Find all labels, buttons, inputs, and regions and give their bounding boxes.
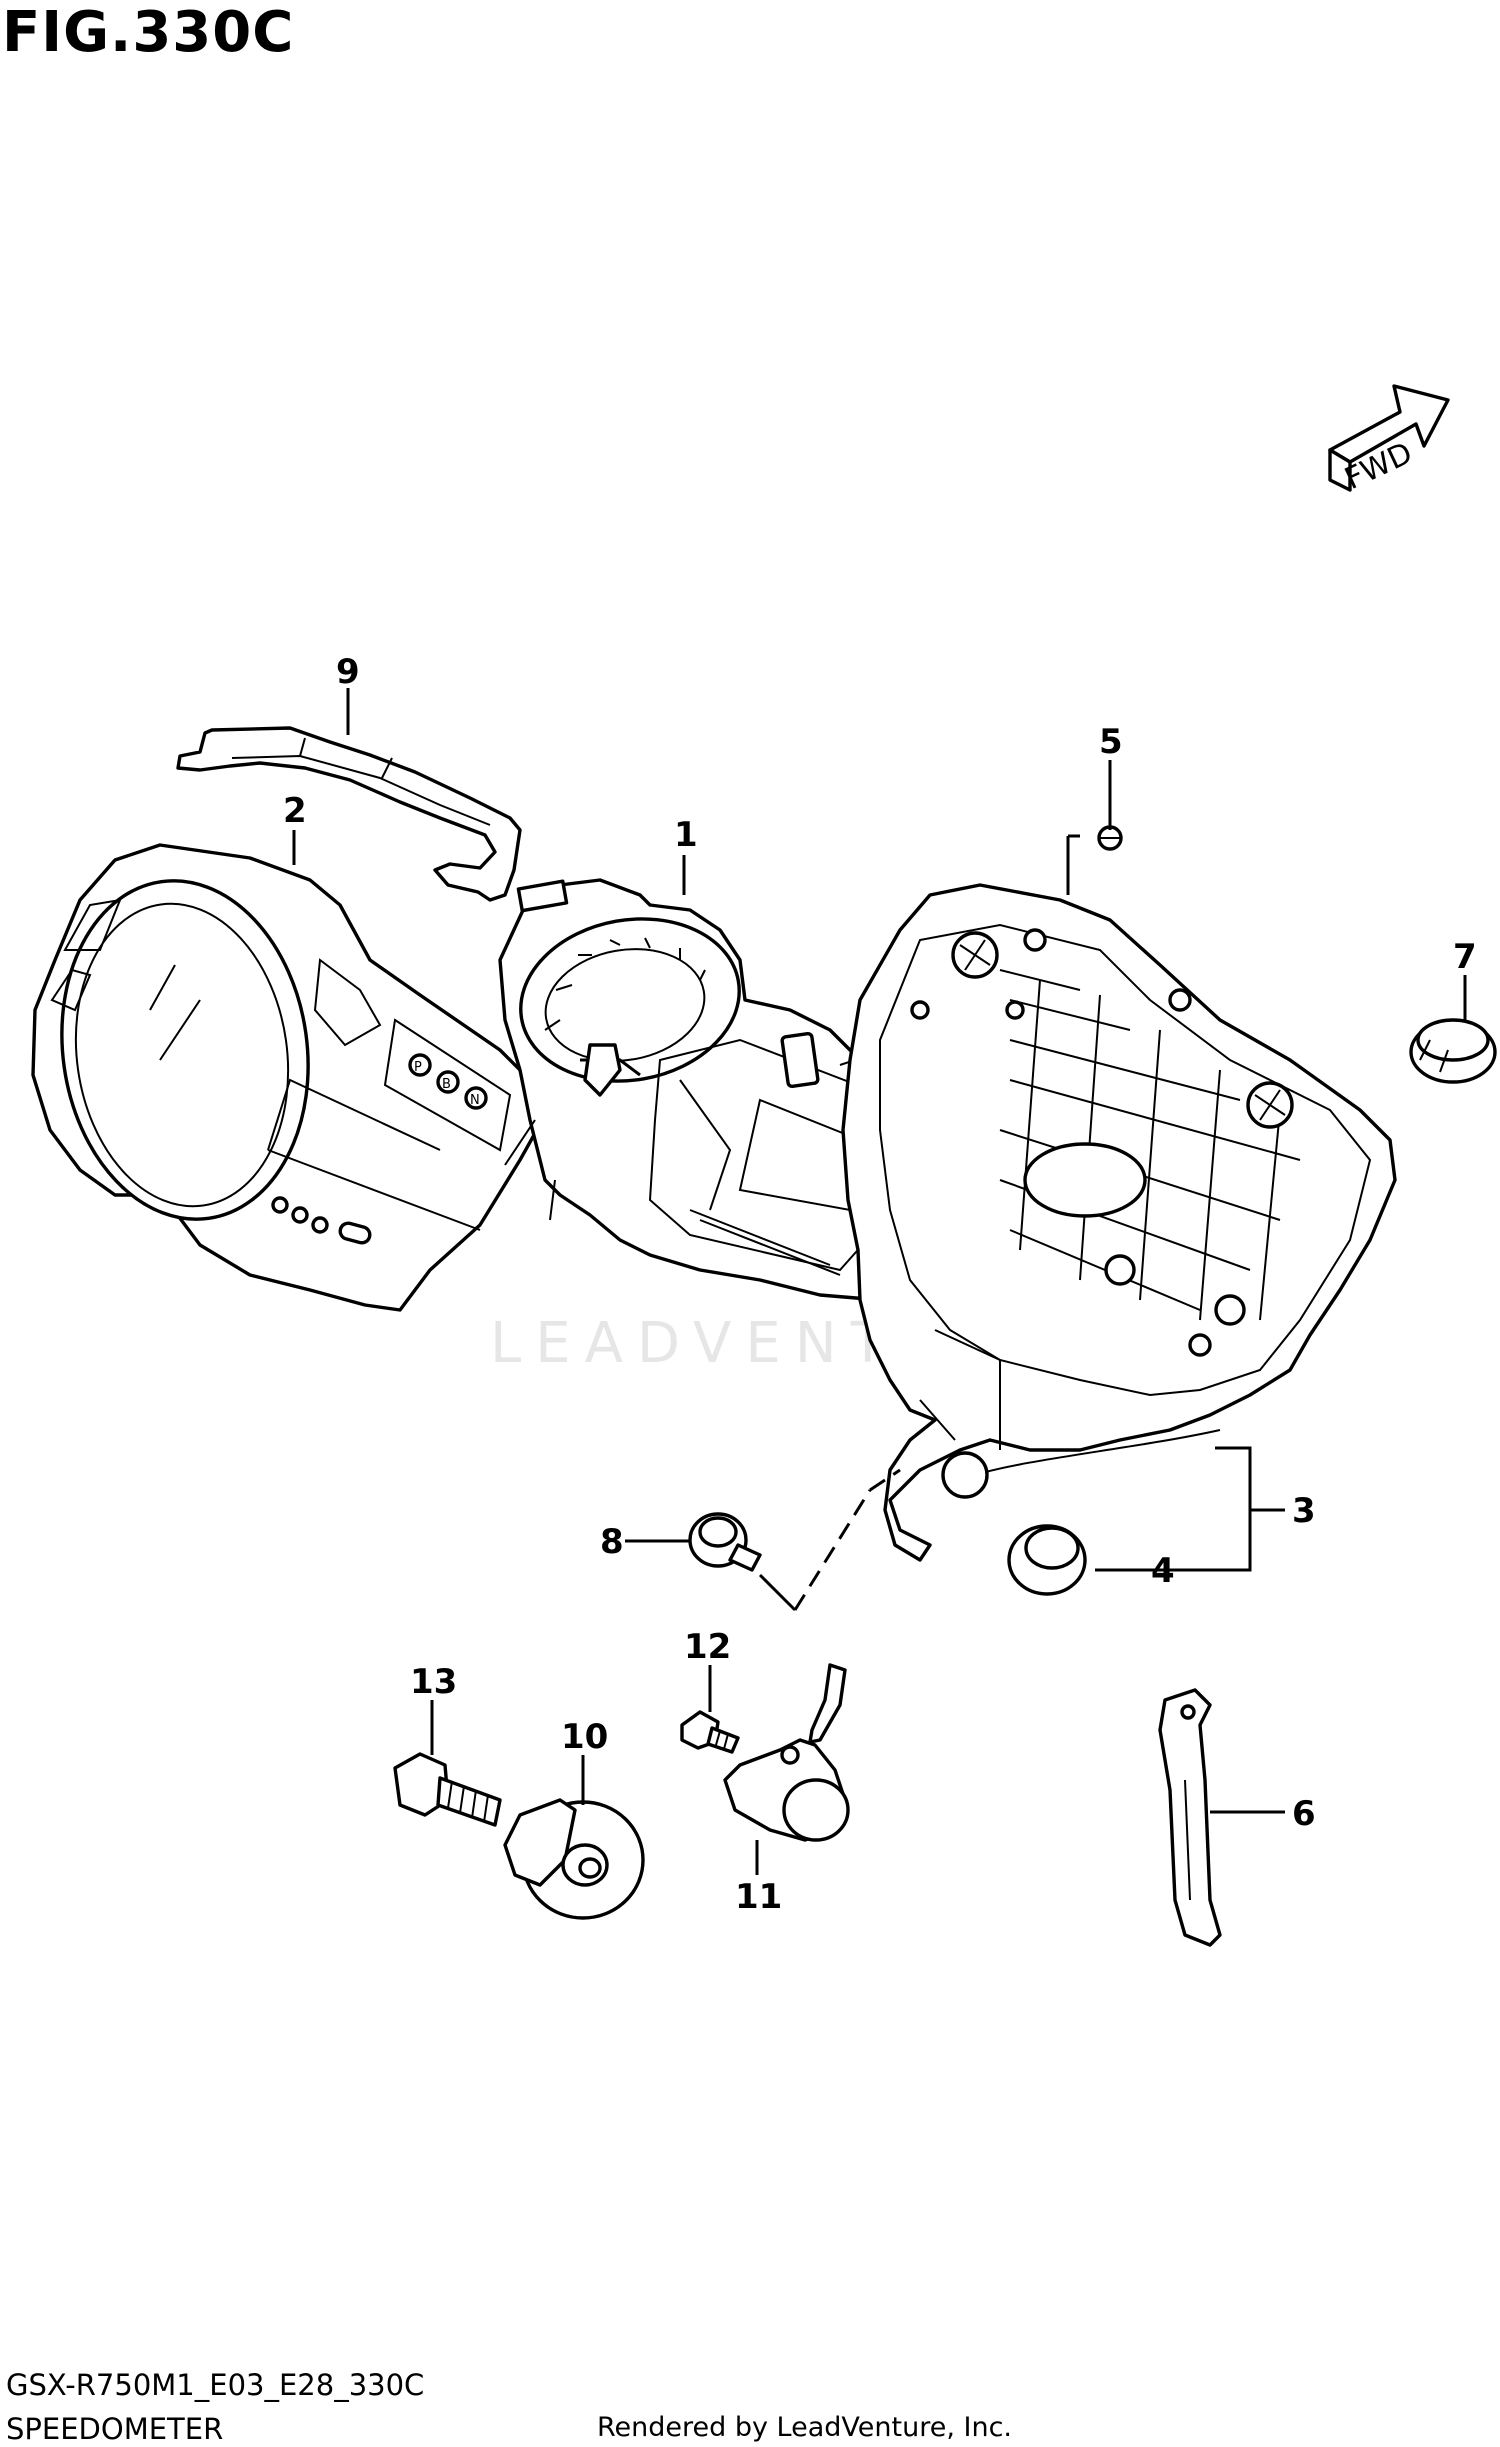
part-8-bolt: [688, 1512, 762, 1572]
part-4-grommet: [1007, 1524, 1087, 1596]
callout-10: 10: [561, 1717, 608, 1757]
callout-5: 5: [1099, 722, 1123, 762]
part-9-cover: [176, 726, 522, 902]
callout-13: 13: [410, 1662, 457, 1702]
figure-title: FIG.330C: [2, 0, 295, 65]
leader-lines: [292, 688, 1467, 1875]
panel-letter-n: N: [470, 1093, 480, 1108]
callout-7: 7: [1453, 937, 1477, 977]
part-2-bezel: P B N: [31, 843, 550, 1312]
callout-6: 6: [1292, 1794, 1316, 1834]
callout-9: 9: [336, 652, 360, 692]
part-10-holder: [503, 1798, 645, 1920]
fwd-arrow-icon: FWD: [1328, 384, 1450, 497]
callout-4: 4: [1151, 1551, 1175, 1591]
callout-labels: 9 2 1 5 7 3 4 8 12 13 10 11 6: [283, 652, 1477, 1917]
part-11-sensor: [723, 1663, 850, 1842]
part-12-bolt: [680, 1710, 740, 1754]
part-13-bolt: [393, 1752, 502, 1827]
part-5-screw: [1097, 825, 1123, 851]
part-3-rear-case: [841, 883, 1397, 1562]
callout-11: 11: [735, 1877, 782, 1917]
part-7-grommet: [1409, 1018, 1497, 1084]
panel-letter-p: P: [414, 1060, 422, 1075]
callout-8: 8: [600, 1522, 624, 1562]
callout-1: 1: [674, 815, 698, 855]
panel-letter-b: B: [442, 1077, 451, 1092]
model-code: GSX-R750M1_E03_E28_330C: [6, 2368, 425, 2402]
part-1-meter: [498, 878, 937, 1302]
part-6-clamp: [1158, 1688, 1222, 1947]
assembly-name: SPEEDOMETER: [6, 2412, 224, 2446]
callout-2: 2: [283, 791, 307, 831]
callout-3: 3: [1292, 1491, 1316, 1531]
callout-12: 12: [684, 1627, 731, 1667]
credit-text: Rendered by LeadVenture, Inc.: [597, 2412, 1013, 2443]
